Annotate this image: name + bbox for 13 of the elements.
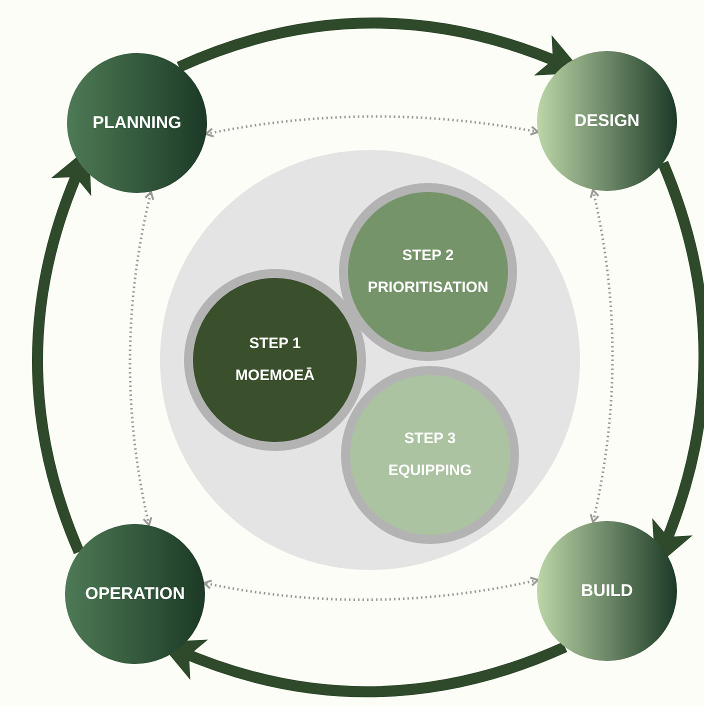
step-name: PRIORITISATION	[368, 279, 488, 297]
step-number: STEP 2	[402, 247, 454, 265]
step-number: STEP 3	[404, 430, 456, 448]
step-name: EQUIPPING	[388, 462, 472, 480]
stage-label: PLANNING	[92, 112, 182, 134]
dotted-arrow	[590, 189, 614, 523]
stage-label: DESIGN	[574, 110, 640, 132]
step-number: STEP 1	[249, 335, 301, 353]
dotted-arrow	[203, 576, 539, 601]
step-name: MOEMOEĀ	[235, 367, 315, 385]
stage-label: BUILD	[581, 580, 633, 602]
dotted-arrow	[128, 191, 154, 526]
stage-label: OPERATION	[85, 584, 185, 604]
